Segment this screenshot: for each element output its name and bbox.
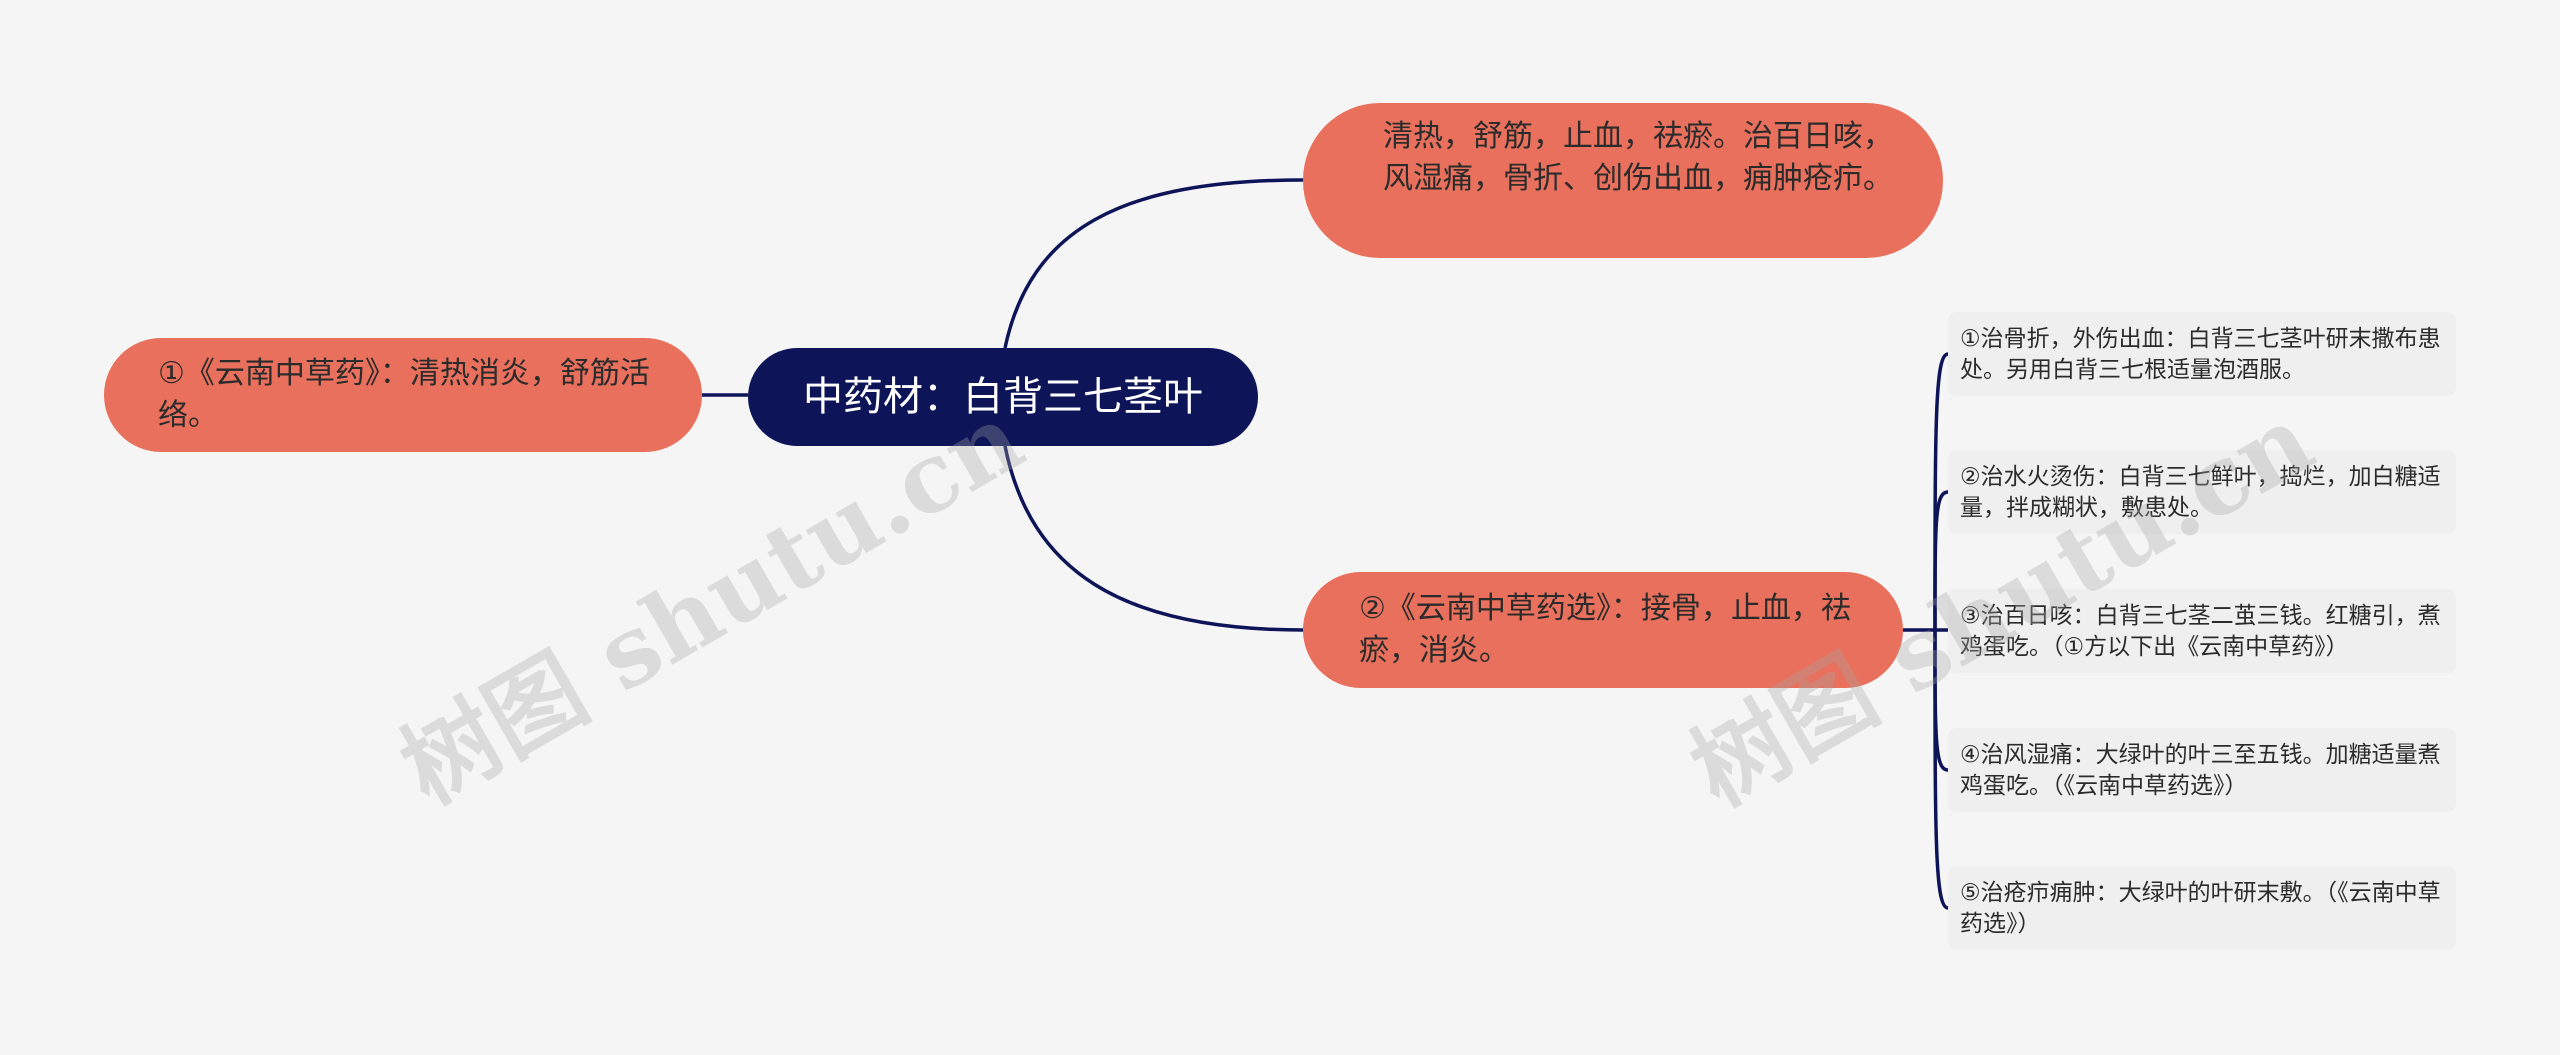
root-topic[interactable]: 中药材：白背三七茎叶 (748, 348, 1258, 446)
connector-leaf-5 (1933, 629, 1949, 910)
connector-root-to-top-branch (1003, 178, 1304, 349)
leaf-sore-swelling-remedy[interactable]: ⑤治疮疖痈肿：大绿叶的叶研末敷。（《云南中草药选》） (1948, 866, 2456, 950)
connector-leaf-2 (1933, 490, 1949, 631)
branch-efficacy[interactable]: 清热，舒筋，止血，祛瘀。治百日咳，风湿痛，骨折、创伤出血，痈肿疮疖。 (1303, 103, 1943, 258)
leaf-burn-remedy[interactable]: ②治水火烫伤：白背三七鲜叶，捣烂，加白糖适量，拌成糊状，敷患处。 (1948, 450, 2456, 534)
leaf-whooping-cough-remedy[interactable]: ③治百日咳：白背三七茎二茧三钱。红糖引，煮鸡蛋吃。（①方以下出《云南中草药》） (1948, 589, 2456, 673)
leaf-rheumatism-remedy[interactable]: ④治风湿痛：大绿叶的叶三至五钱。加糖适量煮鸡蛋吃。（《云南中草药选》） (1948, 728, 2456, 812)
connector-root-to-middle-branch (1003, 445, 1304, 632)
leaf-fracture-remedy[interactable]: ①治骨折，外伤出血：白背三七茎叶研末撒布患处。另用白背三七根适量泡酒服。 (1948, 312, 2456, 396)
branch-yunnan-herbal-selection[interactable]: ②《云南中草药选》：接骨，止血，祛瘀，消炎。 (1303, 572, 1903, 688)
branch-yunnan-herbal[interactable]: ①《云南中草药》：清热消炎，舒筋活络。 (104, 338, 702, 452)
